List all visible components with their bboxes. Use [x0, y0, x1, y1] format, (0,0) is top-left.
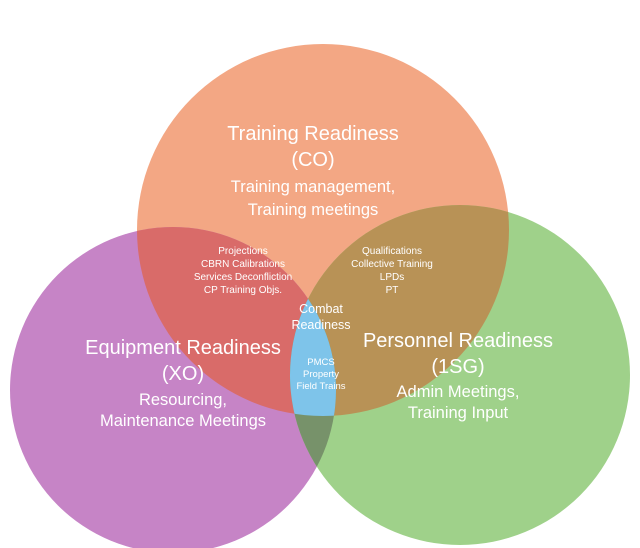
training-detail-line-1: Training management,	[231, 178, 395, 196]
personnel-title-line-2: (1SG)	[431, 356, 484, 378]
equipment-title-line-2: (XO)	[162, 363, 204, 385]
personnel-detail-line-1: Admin Meetings,	[397, 383, 520, 401]
combat-label-line-1: Combat	[299, 302, 343, 316]
equipment-title-line-1: Equipment Readiness	[85, 337, 281, 359]
equipment-detail-line-2: Maintenance Meetings	[100, 412, 266, 430]
training-readiness-label: Training Readiness (CO) Training managem…	[227, 123, 399, 219]
training-equipment-list: Projections CBRN Calibrations Services D…	[194, 246, 292, 296]
personnel-detail-line-2: Training Input	[408, 404, 509, 422]
list-item: CP Training Objs.	[204, 285, 282, 296]
training-personnel-list: Qualifications Collective Training LPDs …	[351, 246, 433, 296]
list-item: Collective Training	[351, 259, 433, 270]
list-item: CBRN Calibrations	[201, 259, 285, 270]
personnel-title-line-1: Personnel Readiness	[363, 330, 553, 352]
list-item: Services Deconfliction	[194, 272, 292, 283]
training-detail-line-2: Training meetings	[248, 201, 379, 219]
list-item: PT	[386, 285, 399, 296]
equipment-personnel-list: PMCS Property Field Trains	[296, 357, 345, 392]
list-item: Property	[303, 369, 339, 380]
equipment-detail-line-1: Resourcing,	[139, 391, 227, 409]
list-item: Field Trains	[296, 381, 345, 392]
combat-label-line-2: Readiness	[291, 318, 350, 332]
list-item: LPDs	[380, 272, 404, 283]
training-title-line-1: Training Readiness	[227, 123, 399, 145]
list-item: PMCS	[307, 357, 334, 368]
equipment-readiness-label: Equipment Readiness (XO) Resourcing, Mai…	[85, 337, 281, 430]
list-item: Qualifications	[362, 246, 422, 257]
training-title-line-2: (CO)	[291, 149, 334, 171]
list-item: Projections	[218, 246, 267, 257]
combat-readiness-label: Combat Readiness	[291, 302, 350, 332]
personnel-readiness-label: Personnel Readiness (1SG) Admin Meetings…	[363, 330, 553, 422]
